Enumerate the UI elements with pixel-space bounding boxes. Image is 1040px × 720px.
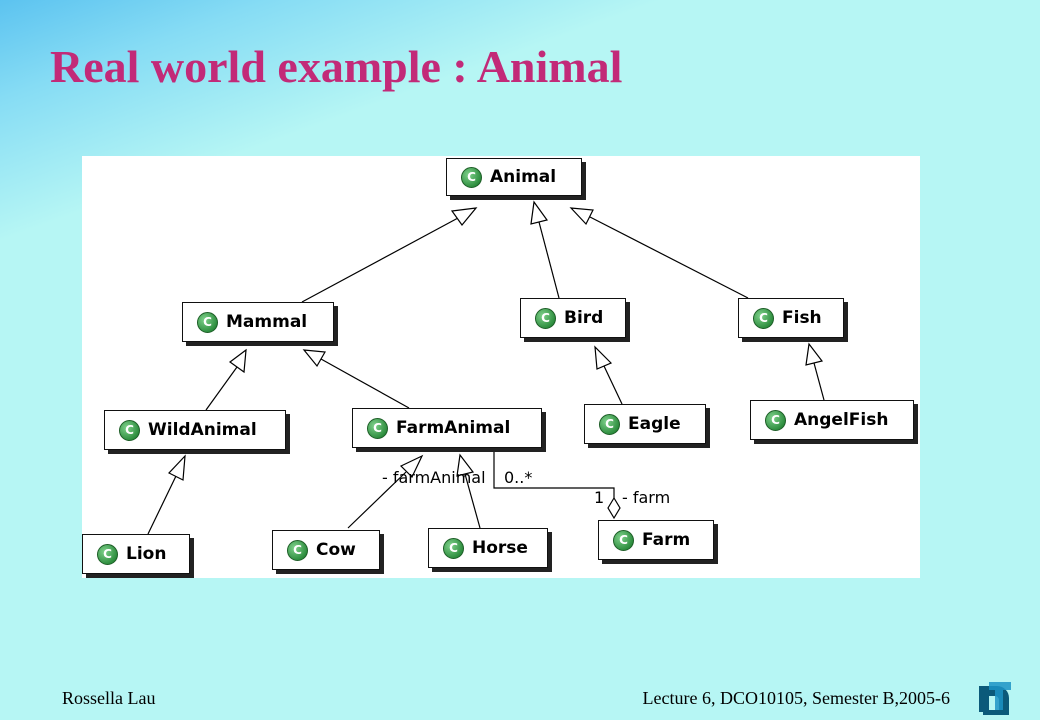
- inheritance-edges: [147, 200, 825, 535]
- class-name: Eagle: [628, 414, 681, 434]
- edge-cow-farmanimal: [347, 471, 407, 529]
- edge-farm-farmanimal-association: [493, 446, 615, 498]
- class-farmanimal[interactable]: C FarmAnimal: [352, 408, 542, 448]
- aggregation-diamond: [607, 496, 621, 520]
- edge-wildanimal-mammal: [205, 366, 238, 411]
- arrowhead: [302, 349, 326, 368]
- slide-title: Real world example : Animal: [50, 41, 623, 92]
- class-name: Fish: [782, 308, 822, 328]
- footer-author: Rossella Lau: [62, 688, 156, 708]
- class-name: WildAnimal: [148, 420, 257, 440]
- class-name: Mammal: [226, 312, 308, 332]
- arrowhead: [594, 345, 613, 370]
- edge-mammal-animal: [301, 217, 459, 303]
- class-bird[interactable]: C Bird: [520, 298, 626, 338]
- edge-lion-wildanimal: [147, 475, 177, 535]
- edge-eagle-bird: [603, 365, 623, 405]
- arrowhead: [805, 342, 824, 366]
- class-mammal[interactable]: C Mammal: [182, 302, 334, 342]
- class-cow[interactable]: C Cow: [272, 530, 380, 570]
- class-icon: C: [367, 417, 388, 439]
- edge-horse-farmanimal: [464, 473, 481, 529]
- arrowhead: [399, 454, 424, 479]
- edge-farmanimal-mammal: [320, 358, 410, 409]
- class-icon: C: [461, 166, 482, 188]
- multiplicity-farmanimal-label: 0..*: [504, 468, 533, 487]
- class-name: Lion: [126, 544, 167, 564]
- edge-bird-animal: [538, 221, 560, 299]
- arrowhead: [569, 207, 594, 226]
- edge-fish-animal: [589, 216, 749, 299]
- class-icon: C: [599, 413, 620, 435]
- class-icon: C: [613, 529, 634, 551]
- class-name: Farm: [642, 530, 691, 550]
- class-fish[interactable]: C Fish: [738, 298, 844, 338]
- class-icon: C: [753, 307, 774, 329]
- multiplicity-farm-label: 1: [594, 488, 605, 507]
- class-horse[interactable]: C Horse: [428, 528, 548, 568]
- class-icon: C: [535, 307, 556, 329]
- class-icon: C: [119, 419, 140, 441]
- class-icon: C: [197, 311, 218, 333]
- class-icon: C: [765, 409, 786, 431]
- arrowhead: [168, 454, 186, 481]
- arrowhead: [228, 348, 247, 374]
- arrowhead: [530, 200, 549, 225]
- university-logo-icon: [979, 682, 1011, 715]
- uml-class-diagram: C Animal C Mammal C Bird C Fish C WildAn…: [82, 156, 920, 578]
- class-lion[interactable]: C Lion: [82, 534, 190, 574]
- class-animal[interactable]: C Animal: [446, 158, 582, 196]
- class-name: Animal: [490, 167, 557, 187]
- class-icon: C: [443, 537, 464, 559]
- class-eagle[interactable]: C Eagle: [584, 404, 706, 444]
- footer-lecture-info: Lecture 6, DCO10105, Semester B,2005-6: [642, 688, 950, 708]
- role-farmanimal-label: - farmAnimal: [382, 468, 486, 487]
- class-name: FarmAnimal: [396, 418, 511, 438]
- arrowhead: [456, 453, 475, 477]
- class-icon: C: [287, 539, 308, 561]
- class-icon: C: [97, 543, 118, 565]
- class-farm[interactable]: C Farm: [598, 520, 714, 560]
- class-angelfish[interactable]: C AngelFish: [750, 400, 914, 440]
- edge-angelfish-fish: [813, 362, 825, 401]
- role-farm-label: - farm: [622, 488, 671, 507]
- class-wildanimal[interactable]: C WildAnimal: [104, 410, 286, 450]
- class-name: AngelFish: [794, 410, 889, 430]
- class-name: Cow: [316, 540, 356, 560]
- class-name: Bird: [564, 308, 604, 328]
- arrowhead: [450, 207, 478, 226]
- class-name: Horse: [472, 538, 528, 558]
